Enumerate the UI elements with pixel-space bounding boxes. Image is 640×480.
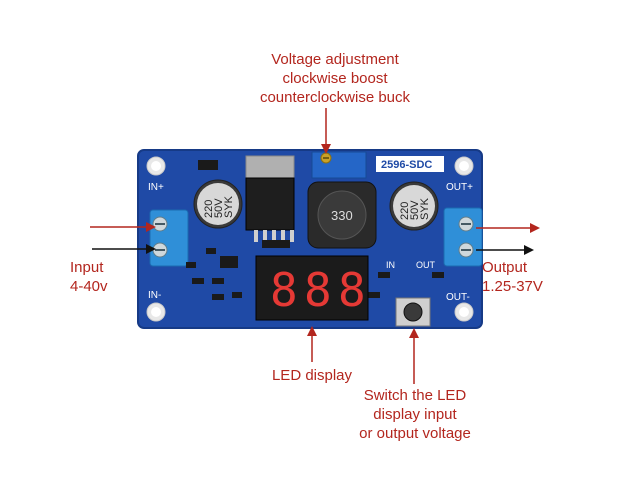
- svg-text:SYK: SYK: [419, 197, 431, 220]
- led-out-label: OUT: [416, 260, 436, 270]
- capacitor-right: 220 50V SYK: [389, 181, 439, 231]
- svg-text:50V: 50V: [213, 198, 225, 218]
- regulator-ic: [245, 155, 295, 242]
- led-digit-3: 8: [338, 263, 366, 317]
- in-minus-label: IN-: [148, 290, 161, 301]
- potentiometer: [311, 151, 367, 179]
- output-terminal: [443, 207, 483, 267]
- input-terminal: [149, 209, 189, 267]
- svg-text:50V: 50V: [409, 200, 421, 220]
- input-arrows: [90, 222, 156, 254]
- led-digit-1: 8: [270, 263, 298, 317]
- svg-text:220: 220: [399, 202, 411, 220]
- svg-text:220: 220: [203, 200, 215, 218]
- callout-output: Output 1.25-37V: [482, 259, 543, 295]
- callout-pointers: [307, 108, 419, 384]
- inductor: 330: [307, 181, 377, 249]
- svg-text:SYK: SYK: [223, 195, 235, 218]
- callout-led-display: LED display: [271, 367, 353, 384]
- tact-switch: [395, 297, 431, 327]
- model-label-bg: [376, 156, 444, 172]
- callout-switch: Switch the LED display input or output v…: [359, 387, 471, 442]
- led-display: 8 8 8: [255, 255, 369, 321]
- out-minus-label: OUT-: [446, 292, 470, 303]
- smd-components: [186, 160, 444, 300]
- out-plus-label: OUT+: [446, 182, 473, 193]
- in-plus-label: IN+: [148, 182, 164, 193]
- mounting-holes: [146, 156, 474, 322]
- model-label: 2596-SDC: [381, 159, 432, 171]
- svg-text:330: 330: [331, 208, 353, 223]
- output-arrows: [476, 223, 540, 255]
- callout-input: Input 4-40v: [70, 259, 108, 295]
- led-in-label: IN: [386, 260, 395, 270]
- led-digit-2: 8: [304, 263, 332, 317]
- callout-voltage-adjustment: Voltage adjustment clockwise boost count…: [259, 51, 411, 106]
- capacitor-left: 220 50V SYK: [193, 179, 243, 229]
